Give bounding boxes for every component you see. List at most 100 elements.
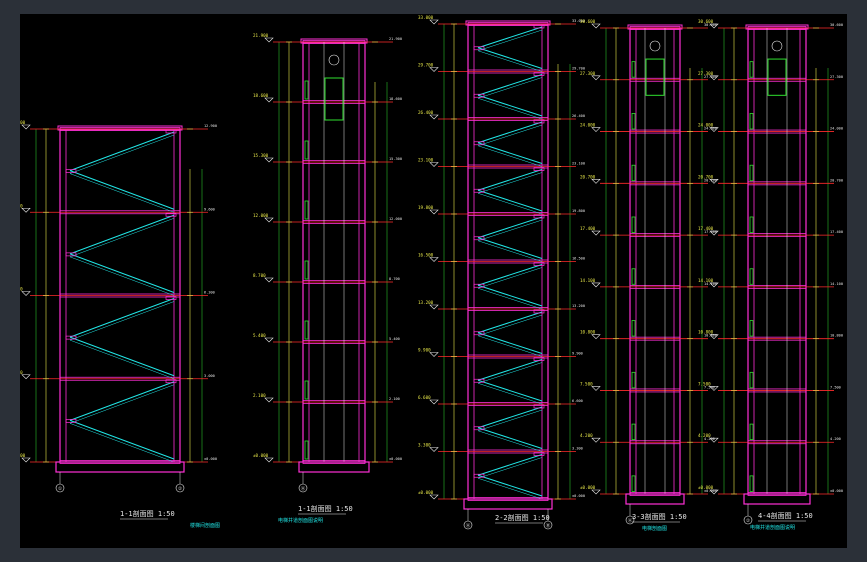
right-elevation-label: 20.700 (830, 178, 843, 182)
level-marker-icon (264, 37, 274, 43)
axis-label: ② (746, 518, 751, 524)
level-elevation-label: 20.700 (698, 174, 714, 179)
stair-handrail (477, 145, 543, 167)
landing-door (304, 260, 309, 280)
landing-door (631, 423, 636, 441)
level-elevation-label: 4.200 (580, 433, 593, 438)
landing-door (749, 164, 754, 182)
floor-slab (747, 284, 807, 289)
level-elevation-label: 3.300 (418, 443, 431, 448)
stair-landing (533, 452, 545, 456)
stair-flight (69, 170, 175, 210)
floor-slab (302, 340, 366, 344)
right-elevation-label: 14.100 (830, 282, 843, 286)
level-marker-icon (709, 179, 719, 184)
landing-door (631, 475, 636, 492)
axis-bubble-icon (175, 483, 185, 493)
landing-door (631, 216, 636, 233)
level-elevation-label: 17.400 (580, 226, 596, 231)
landing-door (749, 320, 754, 337)
level-elevation-label: 33.000 (418, 15, 434, 20)
floor-slab (302, 400, 366, 404)
stair-flight (477, 47, 543, 69)
cad-drawing-canvas[interactable]: 12.90012.9009.6009.6006.3006.3003.0003.0… (20, 14, 847, 548)
pit-foundation (298, 461, 370, 473)
level-marker-icon (429, 494, 439, 500)
stair-flight (69, 253, 175, 293)
level-elevation-label: ±0.000 (418, 490, 434, 495)
level-marker-icon (429, 447, 439, 452)
level-marker-icon (709, 282, 719, 288)
traction-machine-icon (771, 40, 783, 52)
stair-flight (477, 74, 543, 96)
floor-slab (467, 164, 549, 169)
stair-landing (473, 378, 485, 383)
level-elevation-label: 4.200 (698, 433, 711, 438)
right-elevation-label: 7.500 (704, 385, 715, 389)
elevator-cab (324, 77, 344, 121)
stair-flight (69, 131, 175, 172)
right-elevation-label: ±0.000 (704, 489, 717, 493)
level-elevation-label: 24.000 (698, 123, 714, 128)
level-elevation-label: 20.700 (580, 174, 596, 179)
axis-label: ① (58, 486, 63, 492)
floor-slab (747, 129, 807, 134)
level-marker-icon (591, 127, 601, 132)
stair-handrail (477, 240, 543, 262)
stair-flight (69, 336, 175, 377)
section-title: 1-1剖面图 1:50 (298, 504, 353, 513)
right-elevation-label: 10.800 (704, 334, 717, 338)
landing-door (304, 380, 309, 400)
stair-landing (473, 473, 485, 478)
pit-foundation (55, 461, 185, 473)
right-elevation-label: 27.300 (830, 75, 843, 79)
stair-landing (165, 129, 177, 134)
roof-slab (745, 24, 809, 30)
stair-landing (473, 426, 485, 431)
level-elevation-label: 13.200 (418, 300, 434, 305)
level-marker-icon (591, 334, 601, 340)
level-elevation-label: ±0.000 (253, 453, 269, 458)
floor-slab (467, 307, 549, 311)
level-marker-icon (264, 97, 274, 103)
right-elevation-label: 30.600 (830, 23, 843, 27)
pit-foundation (743, 493, 811, 505)
floor-slab (747, 181, 807, 186)
stair-flight (477, 359, 543, 381)
right-elevation-label: 27.300 (704, 75, 717, 79)
stair-landing (473, 93, 485, 98)
right-elevation-label: ±0.000 (389, 457, 402, 461)
floor-slab (467, 117, 549, 121)
level-elevation-label: 5.400 (253, 333, 266, 338)
stair-handrail (477, 267, 543, 289)
level-marker-icon (21, 457, 31, 463)
level-marker-icon (429, 304, 439, 310)
right-elevation-label: 3.000 (204, 374, 215, 378)
stair-handrail (477, 193, 543, 215)
stair-landing (473, 141, 485, 146)
right-elevation-label: 15.300 (389, 157, 402, 161)
right-elevation-label: 2.100 (389, 397, 400, 401)
level-marker-icon (591, 437, 601, 443)
level-elevation-label: 30.600 (698, 19, 714, 24)
stair-flight (477, 26, 543, 49)
right-elevation-label: 12.900 (204, 124, 217, 128)
stair-flight (477, 169, 543, 191)
axis-label: Ⓐ (301, 485, 306, 492)
stair-flight (477, 454, 543, 476)
stair-handrail (477, 478, 543, 500)
stair-flight (69, 419, 175, 460)
level-elevation-label: 9.600 (20, 203, 23, 208)
floor-slab (59, 127, 181, 131)
stair-handrail (69, 301, 175, 341)
elevator-cab (767, 58, 787, 96)
stair-landing (165, 296, 177, 300)
right-elevation-label: ±0.000 (830, 489, 843, 493)
right-elevation-label: 30.600 (704, 23, 717, 27)
level-elevation-label: ±0.000 (580, 485, 596, 490)
stair-flight (477, 427, 543, 449)
level-marker-icon (709, 23, 719, 29)
level-marker-icon (591, 179, 601, 184)
stair-flight (477, 237, 543, 259)
right-elevation-label: 7.500 (830, 385, 841, 389)
